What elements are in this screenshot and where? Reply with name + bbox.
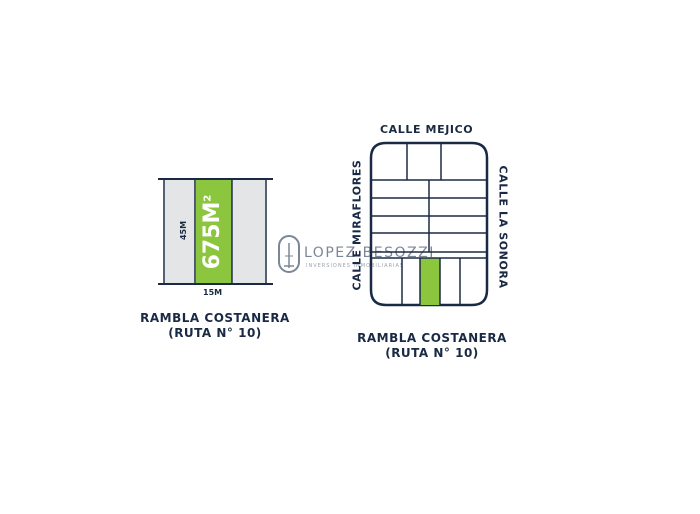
street-label-right: CALLE LA SONORA [496,165,510,289]
right-street-label-line2: (RUTA N° 10) [385,346,479,360]
lot-width-label: 15M [203,288,223,297]
neighbor-lot-right [233,180,265,283]
street-label-left: CALLE MIRAFLORES [350,159,364,291]
left-street-label-line2: (RUTA N° 10) [168,326,262,340]
right-street-label-line1: RAMBLA COSTANERA [357,331,507,345]
street-label-top: CALLE MEJICO [380,123,474,136]
watermark-subtext: INVERSIONES INMOBILIARIAS [306,263,405,269]
left-street-label-line1: RAMBLA COSTANERA [140,311,290,325]
highlighted-lot [196,180,232,283]
watermark-text: LOPEZ BESOZZI [304,245,435,261]
neighbor-lot-left [165,180,195,283]
map-highlighted-lot [420,258,440,305]
